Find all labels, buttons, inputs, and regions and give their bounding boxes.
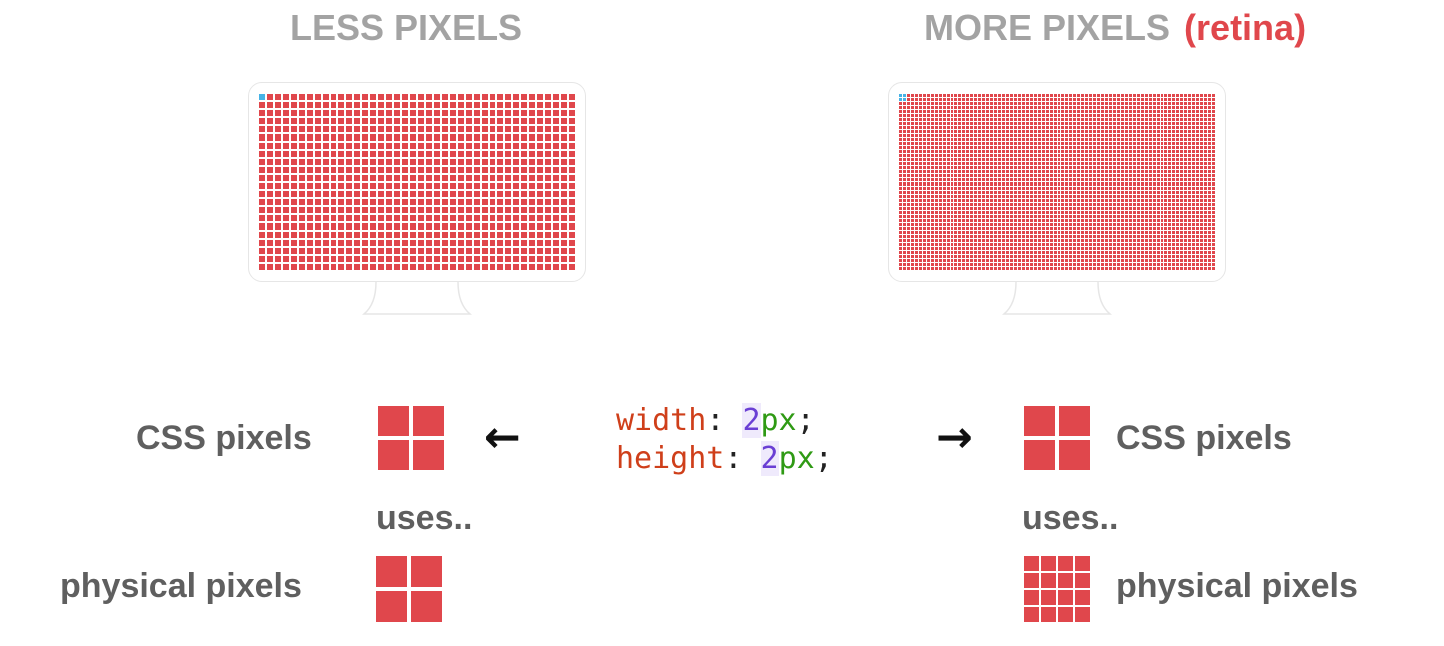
pixel-square: [1058, 573, 1073, 588]
label-css-pixels-left: CSS pixels: [136, 419, 312, 457]
pixel-square: [413, 440, 444, 470]
pixel-square: [1041, 607, 1056, 622]
code-colon: :: [724, 441, 761, 476]
css-code-snippet: width: 2px;height: 2px;: [616, 402, 833, 478]
heading-retina-accent: (retina): [1184, 7, 1307, 48]
code-prop: height: [616, 441, 725, 476]
label-uses-left: uses..: [376, 499, 473, 537]
heading-less-pixels: LESS PIXELS: [290, 7, 523, 48]
pixel-square: [1059, 406, 1090, 436]
code-unit: px: [778, 441, 815, 476]
pixel-square: [1058, 556, 1073, 571]
pixel-square: [378, 440, 409, 470]
monitor-stand: [362, 282, 472, 315]
pixel-square: [376, 556, 407, 587]
heading-more-pixels: MORE PIXELS (retina): [924, 8, 1306, 48]
pixel-square: [1024, 440, 1055, 470]
pixel-square: [376, 591, 407, 622]
physical-pixel-block-left: [376, 556, 442, 622]
code-semicolon: ;: [796, 403, 815, 438]
pixel-square: [1024, 406, 1055, 436]
pixel-square: [1058, 607, 1073, 622]
heading-more-pixels-text: MORE PIXELS: [924, 7, 1171, 48]
pixel-square: [1041, 573, 1056, 588]
pixel-square: [1059, 440, 1090, 470]
css-pixel-block-right: [1024, 406, 1090, 470]
code-semicolon: ;: [814, 441, 833, 476]
pixel-square: [1024, 607, 1039, 622]
pixel-square: [1075, 573, 1090, 588]
pixel-grid-more: [899, 94, 1215, 270]
code-prop: width: [616, 403, 707, 438]
label-uses-right: uses..: [1022, 499, 1119, 537]
monitor-stand: [1002, 282, 1112, 315]
pixel-square: [1024, 573, 1039, 588]
arrow-left-icon: ←: [484, 412, 521, 463]
pixel-square: [1041, 556, 1056, 571]
pixel-square: [411, 591, 442, 622]
code-number: 2: [742, 403, 761, 438]
pixel-square: [1041, 590, 1056, 605]
label-physical-pixels-left: physical pixels: [60, 567, 302, 605]
pixel-square: [1024, 590, 1039, 605]
pixel-square: [413, 406, 444, 436]
code-line-width: width: 2px;: [616, 402, 833, 440]
code-number: 2: [760, 441, 779, 476]
pixel-square: [1024, 556, 1039, 571]
label-physical-pixels-right: physical pixels: [1116, 567, 1358, 605]
arrow-right-icon: →: [936, 412, 973, 463]
pixel-square: [1058, 590, 1073, 605]
pixel-square: [1075, 590, 1090, 605]
pixel-square: [1075, 556, 1090, 571]
pixel-square: [1075, 607, 1090, 622]
pixel-grid-less: [259, 94, 575, 270]
label-css-pixels-right: CSS pixels: [1116, 419, 1292, 457]
css-pixel-block-left: [378, 406, 444, 470]
code-unit: px: [760, 403, 797, 438]
pixel-square: [378, 406, 409, 436]
physical-pixel-block-right: [1024, 556, 1090, 622]
code-colon: :: [706, 403, 743, 438]
code-line-height: height: 2px;: [616, 440, 833, 478]
pixel-square: [411, 556, 442, 587]
